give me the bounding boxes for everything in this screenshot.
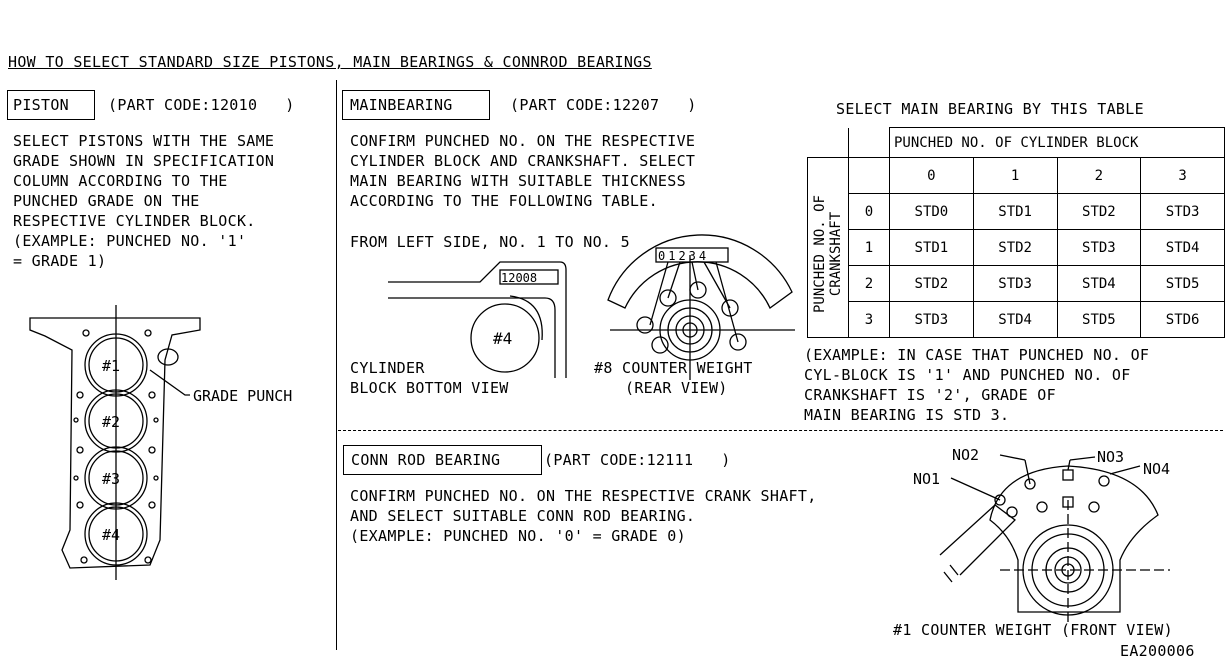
no2-label: NO2 — [952, 446, 979, 464]
table-example-line: CRANKSHAFT IS '2', GRADE OF — [804, 386, 1056, 404]
table-example-line: CYL-BLOCK IS '1' AND PUNCHED NO. OF — [804, 366, 1131, 384]
mainbearing-heading-box — [342, 90, 490, 120]
no3-label: NO3 — [1097, 448, 1124, 466]
table-cell: STD4 — [972, 301, 1058, 338]
col-value: 2 — [1056, 157, 1142, 194]
figure-id: EA200006 — [1120, 642, 1195, 660]
piston-line: RESPECTIVE CYLINDER BLOCK. — [13, 212, 256, 230]
table-cell: STD3 — [972, 265, 1058, 302]
col-value: 0 — [889, 157, 974, 194]
piston-heading: PISTON — [13, 96, 69, 114]
connrod-heading-box — [343, 445, 542, 475]
row-value: 1 — [848, 229, 890, 266]
cylinder-label: #1 — [102, 357, 120, 375]
front-view-caption: #1 COUNTER WEIGHT (FRONT VIEW) — [893, 621, 1173, 639]
select-table-title: SELECT MAIN BEARING BY THIS TABLE — [836, 100, 1144, 118]
table-row: 0 STD0 STD1 STD2 STD3 — [808, 193, 1225, 230]
connrod-line: AND SELECT SUITABLE CONN ROD BEARING. — [350, 507, 696, 525]
mainbearing-line: ACCORDING TO THE FOLLOWING TABLE. — [350, 192, 658, 210]
mainbearing-heading: MAINBEARING — [350, 96, 453, 114]
no1-label: NO1 — [913, 470, 940, 488]
connrod-heading: CONN ROD BEARING — [351, 451, 501, 469]
row-header: PUNCHED NO. OF CRANKSHAFT — [807, 157, 849, 338]
grade-punch-label: GRADE PUNCH — [193, 387, 292, 405]
crank-stamp: 01234 — [658, 249, 709, 263]
piston-line: GRADE SHOWN IN SPECIFICATION — [13, 152, 275, 170]
piston-line: COLUMN ACCORDING TO THE — [13, 172, 228, 190]
table-cell: STD1 — [889, 229, 974, 266]
mainbearing-line: CONFIRM PUNCHED NO. ON THE RESPECTIVE — [350, 132, 696, 150]
block-caption: BLOCK BOTTOM VIEW — [350, 379, 509, 397]
piston-line: PUNCHED GRADE ON THE — [13, 192, 200, 210]
row-value: 3 — [848, 301, 890, 338]
mainbearing-line: CYLINDER BLOCK AND CRANKSHAFT. SELECT — [350, 152, 696, 170]
table-cell: STD5 — [1140, 265, 1225, 302]
mainbearing-part-code: (PART CODE:12207 ) — [510, 96, 697, 114]
piston-heading-box — [7, 90, 95, 120]
table-cell: STD2 — [972, 229, 1058, 266]
section-separator — [338, 430, 1223, 431]
no4-label: NO4 — [1143, 460, 1170, 478]
connrod-line: CONFIRM PUNCHED NO. ON THE RESPECTIVE CR… — [350, 487, 817, 505]
table-cell: STD6 — [1140, 301, 1225, 338]
connrod-part-code: (PART CODE:12111 ) — [544, 451, 731, 469]
table-row: 3 STD3 STD4 STD5 STD6 — [808, 301, 1225, 338]
crank-caption: (REAR VIEW) — [625, 379, 728, 397]
table-cell: STD2 — [889, 265, 974, 302]
main-bearing-select-table: PUNCHED NO. OF CYLINDER BLOCK PUNCHED NO… — [807, 127, 1225, 338]
page-title: HOW TO SELECT STANDARD SIZE PISTONS, MAI… — [8, 53, 652, 71]
table-cell: STD3 — [889, 301, 974, 338]
mainbearing-line: MAIN BEARING WITH SUITABLE THICKNESS — [350, 172, 686, 190]
piston-part-code: (PART CODE:12010 ) — [108, 96, 295, 114]
cylinder-label: #4 — [102, 526, 120, 544]
connrod-line: (EXAMPLE: PUNCHED NO. '0' = GRADE 0) — [350, 527, 686, 545]
cylinder-label: #2 — [102, 413, 120, 431]
block-stamp: 12008 — [501, 271, 537, 285]
table-example-line: (EXAMPLE: IN CASE THAT PUNCHED NO. OF — [804, 346, 1150, 364]
table-cell: STD3 — [1140, 193, 1225, 230]
table-cell: STD3 — [1056, 229, 1142, 266]
row-value: 2 — [848, 265, 890, 302]
piston-line: SELECT PISTONS WITH THE SAME — [13, 132, 275, 150]
piston-line: (EXAMPLE: PUNCHED NO. '1' — [13, 232, 247, 250]
row-value: 0 — [848, 193, 890, 230]
table-example-line: MAIN BEARING IS STD 3. — [804, 406, 1010, 424]
cylinder-label: #3 — [102, 470, 120, 488]
table-row: 2 STD2 STD3 STD4 STD5 — [808, 265, 1225, 302]
table-cell: STD0 — [889, 193, 974, 230]
column-divider — [336, 80, 337, 650]
table-cell: STD2 — [1056, 193, 1142, 230]
crank-caption: #8 COUNTER WEIGHT — [594, 359, 753, 377]
cylinder-4-label: #4 — [493, 329, 512, 348]
piston-line: = GRADE 1) — [13, 252, 107, 270]
block-caption: CYLINDER — [350, 359, 425, 377]
from-left-side-note: FROM LEFT SIDE, NO. 1 TO NO. 5 — [350, 233, 630, 251]
table-cell: STD5 — [1056, 301, 1142, 338]
